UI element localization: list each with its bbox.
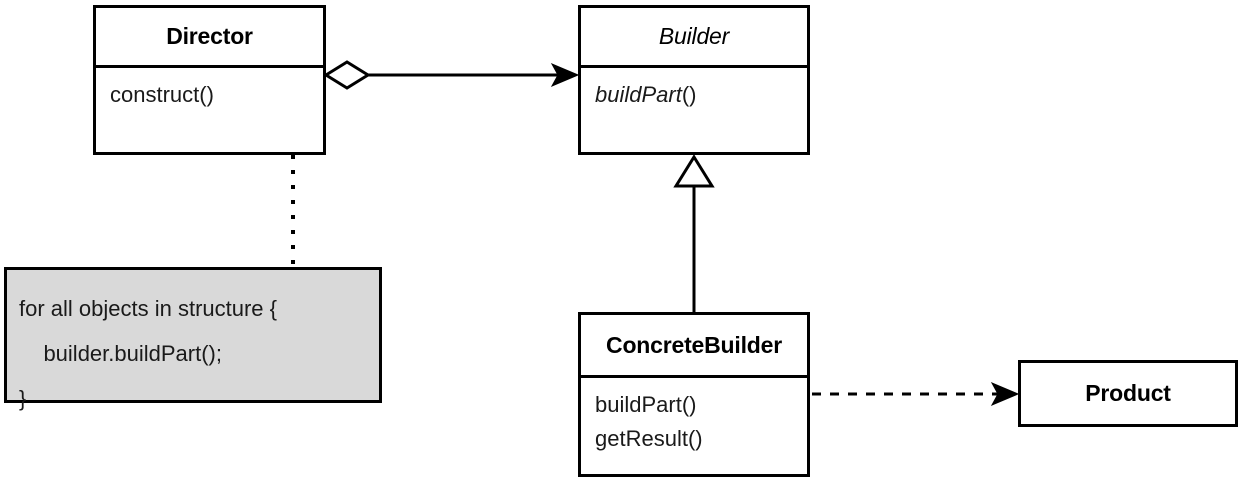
open-arrow-icon bbox=[990, 381, 1020, 407]
class-box-builder[interactable]: Builder buildPart() bbox=[578, 5, 810, 155]
class-name-builder: Builder bbox=[658, 23, 730, 49]
class-name-director: Director bbox=[166, 23, 253, 49]
note-line-1: for all objects in structure { bbox=[19, 296, 278, 321]
class-members-director: construct() bbox=[96, 68, 323, 152]
hollow-diamond-icon bbox=[323, 60, 371, 90]
class-box-concretebuilder[interactable]: ConcreteBuilder buildPart() getResult() bbox=[578, 312, 810, 477]
class-box-product[interactable]: Product bbox=[1018, 360, 1238, 427]
relationship-concretebuilder-product-dependency[interactable] bbox=[812, 381, 1020, 407]
member-construct: construct() bbox=[110, 82, 214, 107]
filled-arrow-icon bbox=[550, 62, 580, 88]
class-members-builder: buildPart() bbox=[581, 68, 807, 152]
class-divider bbox=[581, 65, 807, 68]
class-name-product: Product bbox=[1085, 380, 1171, 406]
class-name-concretebuilder: ConcreteBuilder bbox=[606, 331, 782, 358]
note-line-2: builder.buildPart(); bbox=[19, 341, 222, 366]
class-box-director[interactable]: Director construct() bbox=[93, 5, 326, 155]
member-getresult: getResult() bbox=[595, 426, 703, 451]
relationship-director-builder-aggregation[interactable] bbox=[323, 60, 580, 90]
member-buildpart-parens: () bbox=[681, 82, 697, 107]
member-buildpart-name: buildPart bbox=[595, 82, 682, 107]
note-line-3: } bbox=[19, 386, 27, 411]
class-divider bbox=[96, 65, 323, 68]
class-divider bbox=[581, 375, 807, 378]
class-members-concretebuilder: buildPart() getResult() bbox=[581, 378, 807, 474]
member-buildpart: buildPart() bbox=[595, 392, 697, 417]
note-box[interactable]: for all objects in structure { builder.b… bbox=[4, 267, 382, 411]
relationship-concretebuilder-builder-generalization[interactable] bbox=[673, 154, 715, 312]
member-buildpart: buildPart() bbox=[595, 78, 793, 112]
hollow-triangle-icon bbox=[673, 154, 715, 188]
